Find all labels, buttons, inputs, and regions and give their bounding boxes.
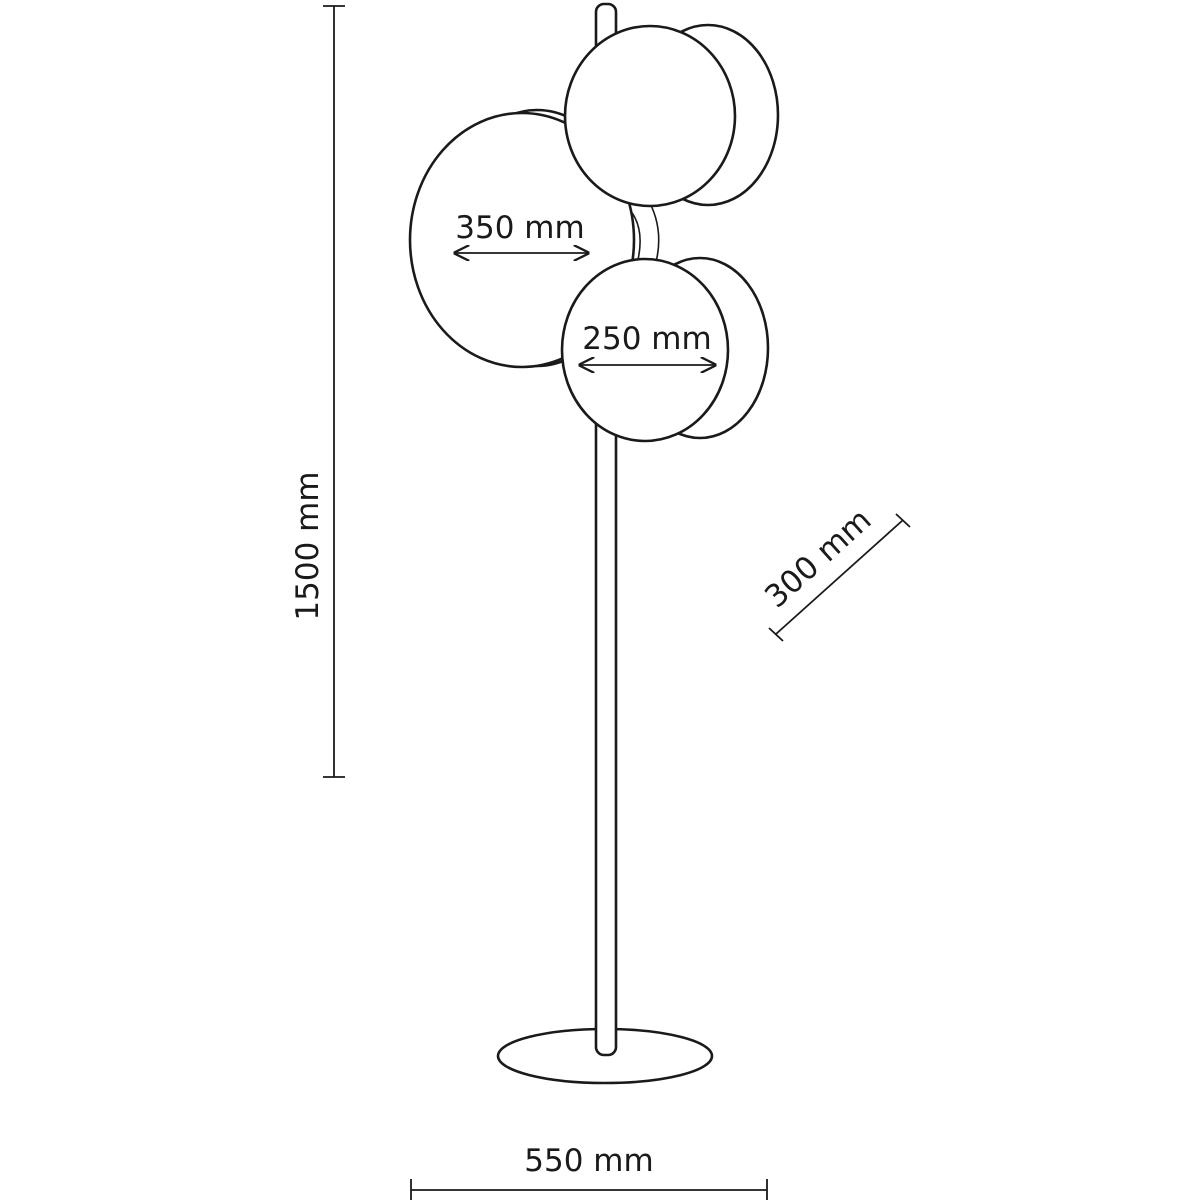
width-dimension: 550 mm bbox=[410, 1143, 768, 1200]
depth-dimension: 300 mm bbox=[758, 502, 911, 642]
upper-small-shade bbox=[563, 24, 737, 208]
large-shade-diameter-dimension: 350 mm bbox=[455, 210, 588, 253]
lamp-pole bbox=[594, 403, 618, 1057]
lower-small-shade bbox=[560, 257, 730, 443]
height-dimension-label: 1500 mm bbox=[290, 471, 326, 620]
small-shade-diameter-dimension: 250 mm bbox=[580, 321, 715, 365]
height-dimension: 1500 mm bbox=[290, 5, 345, 778]
width-dimension-label: 550 mm bbox=[524, 1143, 653, 1179]
small-shade-diameter-label: 250 mm bbox=[582, 321, 711, 357]
large-shade-diameter-label: 350 mm bbox=[455, 210, 584, 246]
